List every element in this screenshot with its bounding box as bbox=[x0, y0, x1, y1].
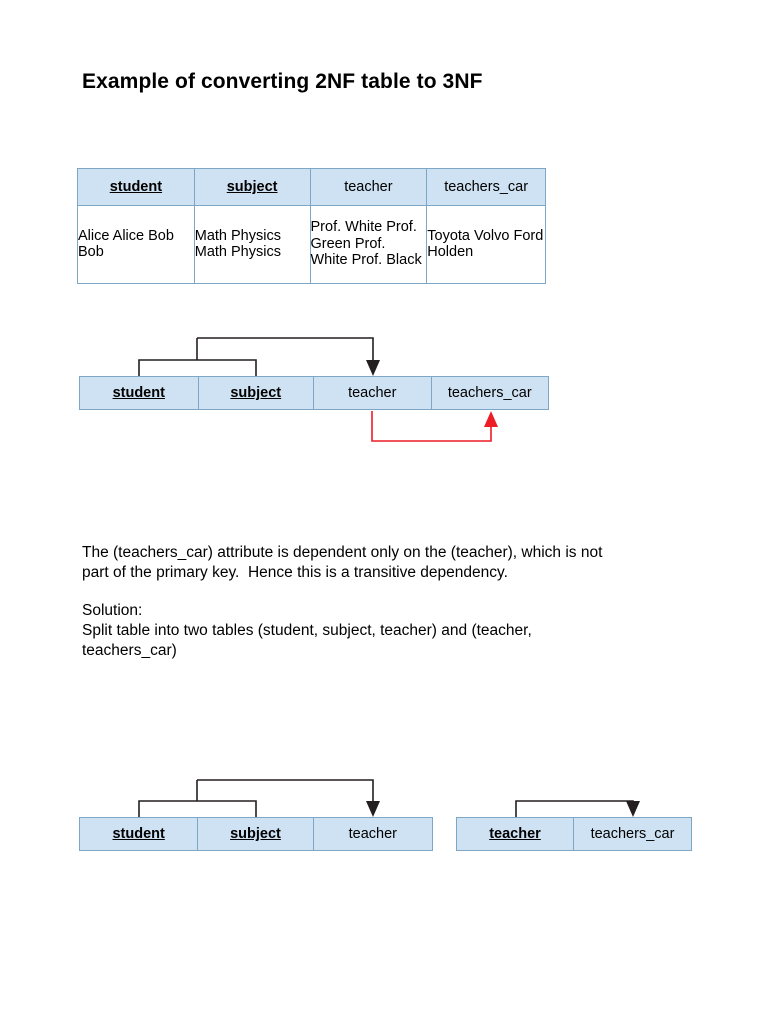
res-left-column-student: student bbox=[80, 818, 199, 850]
res-left-column-teacher: teacher bbox=[313, 818, 432, 850]
result-right-dependency-arrow bbox=[515, 800, 634, 817]
arrowhead-down-result-teacher bbox=[366, 801, 380, 817]
primary-key-to-teacher-arrow bbox=[138, 337, 374, 376]
res-left-column-subject: subject bbox=[198, 818, 314, 850]
column-header-teacher: teacher bbox=[310, 169, 428, 205]
table-2nf-header-row: student subject teacher teachers_car bbox=[78, 169, 545, 206]
arrowhead-up-teachers-car bbox=[484, 411, 498, 427]
explanation-paragraph: The (teachers_car) attribute is dependen… bbox=[82, 544, 603, 581]
arrowhead-down-teacher bbox=[366, 360, 380, 376]
dep-column-teacher: teacher bbox=[314, 377, 432, 409]
table-cell-teacher-values: Prof. White Prof. Green Prof. White Prof… bbox=[310, 206, 428, 283]
result-table-left: student subject teacher bbox=[79, 817, 433, 851]
dependency-diagram-table: student subject teacher teachers_car bbox=[79, 376, 549, 410]
arrowhead-down-result-teachers-car bbox=[626, 801, 640, 817]
teacher-to-teachers-car-arrow bbox=[371, 411, 492, 442]
column-header-teachers-car: teachers_car bbox=[427, 169, 545, 205]
res-right-column-teachers-car: teachers_car bbox=[574, 818, 691, 850]
table-2nf-body: Alice Alice Bob Bob Math Physics Math Ph… bbox=[78, 206, 545, 283]
column-header-student: student bbox=[78, 169, 195, 205]
dep-column-student: student bbox=[80, 377, 199, 409]
solution-label: Solution: bbox=[82, 602, 143, 619]
dep-column-subject: subject bbox=[198, 377, 314, 409]
page-title: Example of converting 2NF table to 3NF bbox=[82, 70, 483, 93]
table-cell-student-values: Alice Alice Bob Bob bbox=[78, 206, 195, 283]
column-header-subject: subject bbox=[194, 169, 311, 205]
solution-text: Split table into two tables (student, su… bbox=[82, 622, 532, 659]
table-cell-subject-values: Math Physics Math Physics bbox=[194, 206, 311, 283]
result-table-right: teacher teachers_car bbox=[456, 817, 692, 851]
dep-column-teachers-car: teachers_car bbox=[431, 377, 548, 409]
result-left-dependency-arrow bbox=[138, 779, 374, 817]
res-right-column-teacher: teacher bbox=[457, 818, 574, 850]
table-2nf: student subject teacher teachers_car Ali… bbox=[77, 168, 546, 284]
table-cell-teachers-car-values: Toyota Volvo Ford Holden bbox=[427, 206, 545, 283]
